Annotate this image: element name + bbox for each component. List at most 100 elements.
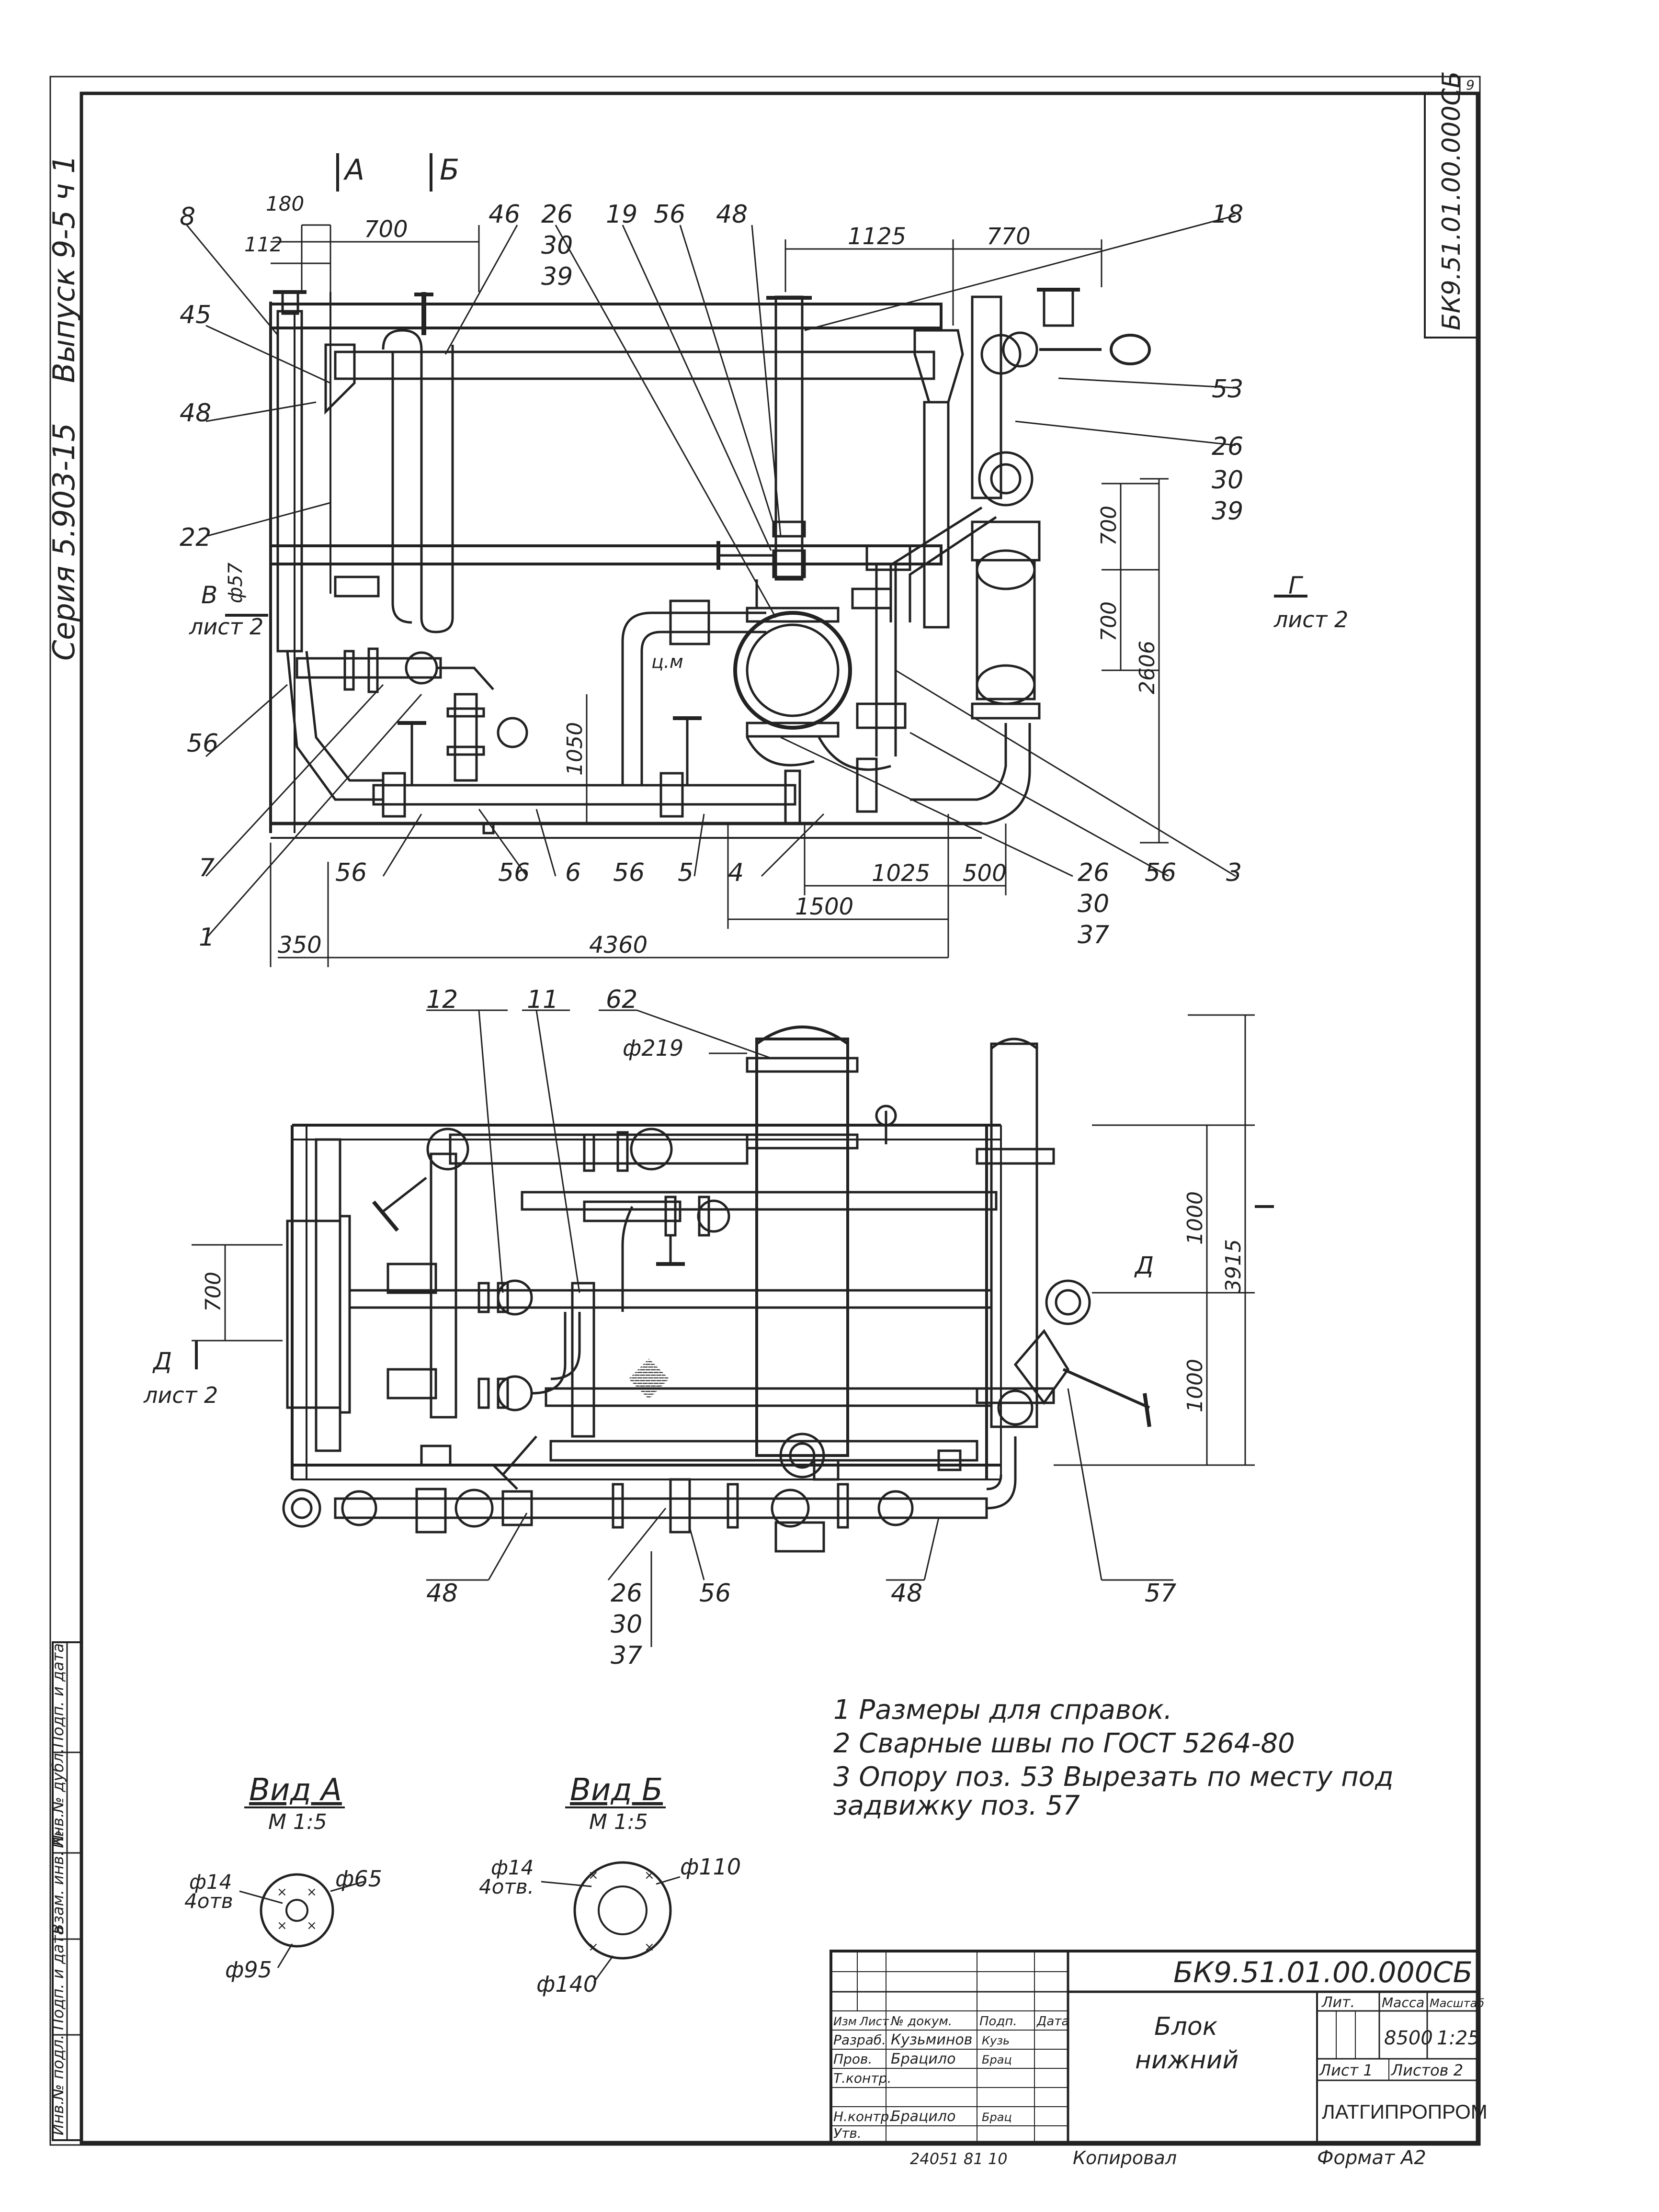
label-4: 4	[728, 858, 744, 887]
dim-700-top: 700	[364, 216, 408, 243]
stamp-replaced: Взам. инв. №	[49, 1830, 67, 1934]
label-56-bottom-left: 56	[335, 858, 367, 887]
svg-text:×: ×	[588, 1940, 599, 1954]
notes: 1 Размеры для справок. 2 Сварные швы по …	[833, 1694, 1394, 1821]
svg-text:×: ×	[644, 1868, 655, 1883]
sheet-label: Лист 1	[1319, 2061, 1373, 2079]
plan-section-d-sheet: лист 2	[143, 1382, 218, 1408]
hatched-marker	[628, 1358, 670, 1399]
top-view-dimension-lines	[186, 153, 1307, 1369]
corner-sheet-number: 9	[1466, 77, 1475, 93]
svg-text:×: ×	[644, 1940, 655, 1954]
footer-format: Формат А2	[1317, 2147, 1426, 2169]
role-checker: Пров.	[833, 2051, 872, 2067]
plan-section-d-top: Д	[1134, 1252, 1154, 1279]
label-48-left: 48	[180, 399, 211, 428]
view-b-title: Вид Б	[570, 1772, 663, 1808]
svg-text:×: ×	[588, 1868, 599, 1883]
view-ref-g-sheet: лист 2	[1273, 607, 1348, 632]
plan-dim-3915: 3915	[1221, 1239, 1246, 1293]
label-6: 6	[565, 858, 581, 887]
top-view-labels: А Б 180 112 700 1125 770 700 700 2606 10…	[180, 153, 1348, 959]
label-8: 8	[180, 203, 195, 231]
section-mark-b: Б	[440, 153, 459, 187]
plan-dim-700: 700	[201, 1272, 226, 1312]
signature-checker: Брац	[982, 2053, 1012, 2066]
title-designation: БК9.51.01.00.000СБ	[1173, 1956, 1473, 1989]
dim-1125: 1125	[848, 223, 906, 250]
title-name-2: нижний	[1135, 2046, 1239, 2075]
dim-4360: 4360	[589, 932, 648, 959]
note-3-continued: задвижку поз. 57	[833, 1790, 1080, 1821]
stamp-inv-dupl: Инв.№ дубл.	[49, 1748, 67, 1848]
organization: ЛАТГИПРОПРОМ	[1322, 2100, 1488, 2123]
plan-section-d-letter: Д	[152, 1347, 172, 1375]
plan-dim-d219: ф219	[623, 1035, 683, 1061]
svg-text:×: ×	[277, 1885, 287, 1899]
label-5: 5	[678, 858, 693, 887]
label-26-top: 26	[541, 200, 573, 229]
label-26-right: 26	[1212, 432, 1243, 461]
issue-code: Выпуск 9-5 ч 1	[46, 155, 81, 383]
person-developer: Кузьминов	[891, 2031, 972, 2048]
plan-label-26: 26	[611, 1579, 642, 1608]
label-53: 53	[1212, 375, 1243, 404]
role-norm-control: Н.контр.	[833, 2109, 893, 2124]
label-48-top: 48	[716, 200, 748, 229]
series-code: Серия 5.903-15	[46, 423, 81, 661]
role-approved: Утв.	[833, 2125, 862, 2141]
drawing-code-box	[1424, 92, 1478, 339]
footer-copied: Копировал	[1073, 2147, 1177, 2168]
dim-700-right-upper: 700	[1097, 506, 1121, 546]
label-3: 3	[1226, 858, 1242, 887]
svg-text:×: ×	[307, 1885, 317, 1899]
plan-label-37: 37	[611, 1641, 642, 1670]
label-26-bottom: 26	[1078, 858, 1109, 887]
label-56-bottom-a: 56	[498, 858, 530, 887]
dim-1050: 1050	[563, 722, 587, 776]
svg-text:×: ×	[277, 1919, 287, 1933]
plan-label-56: 56	[699, 1579, 731, 1608]
left-stamp: Инв.№ подл. Подп. и дата Взам. инв. № Ин…	[49, 1641, 82, 2141]
plan-label-57: 57	[1145, 1579, 1176, 1608]
col-header-sign: Подп.	[979, 2014, 1017, 2029]
sheets-label: Листов 2	[1391, 2061, 1463, 2079]
signature-developer: Кузь	[982, 2034, 1010, 2047]
title-block-text: БК9.51.01.00.000СБ Блок нижний Изм Лист …	[833, 1956, 1488, 2141]
col-header-date: Дата	[1036, 2014, 1069, 2029]
mass-value: 8500	[1384, 2027, 1433, 2049]
col-header-doc: № докум.	[890, 2014, 952, 2029]
view-ref-v-sheet: лист 2	[189, 614, 263, 640]
title-block	[830, 1950, 1479, 2144]
label-19: 19	[606, 200, 637, 229]
dim-1500: 1500	[795, 893, 853, 920]
view-a-outer: ф95	[225, 1957, 272, 1983]
sheet-frame	[49, 76, 1481, 2146]
label-1: 1	[199, 923, 215, 952]
label-30-right: 30	[1212, 466, 1243, 495]
view-ref-g-letter: Г	[1288, 572, 1304, 599]
plan-dim-1000-upper: 1000	[1183, 1191, 1207, 1245]
plan-label-48-left: 48	[426, 1579, 458, 1608]
label-56-bottom-right: 56	[1145, 858, 1176, 887]
dim-180: 180	[266, 192, 304, 215]
label-45: 45	[180, 301, 211, 329]
view-a-hole: ф14	[189, 1870, 232, 1894]
plan-dim-1000-lower: 1000	[1183, 1359, 1207, 1412]
dim-d57: ф57	[225, 562, 247, 603]
signature-norm-control: Брац	[982, 2110, 1012, 2124]
scale-label: Масштаб	[1430, 1997, 1484, 2010]
view-a-holes-count: 4отв	[184, 1889, 233, 1913]
dim-500: 500	[963, 860, 1007, 887]
view-a: Вид А М 1:5 × × × × ф14 4отв ф65 ф95	[184, 1772, 382, 1983]
view-a-scale: М 1:5	[268, 1810, 327, 1834]
footer: 24051 81 10 Копировал Формат А2	[910, 2147, 1426, 2169]
col-header-list: Лист	[859, 2015, 889, 2028]
view-a-title: Вид А	[249, 1772, 342, 1808]
dim-112: 112	[244, 233, 283, 256]
note-1: 1 Размеры для справок.	[833, 1694, 1172, 1726]
label-7: 7	[199, 854, 215, 882]
col-header-izm: Изм	[833, 2015, 857, 2028]
label-center-mass: ц.м	[651, 651, 683, 672]
